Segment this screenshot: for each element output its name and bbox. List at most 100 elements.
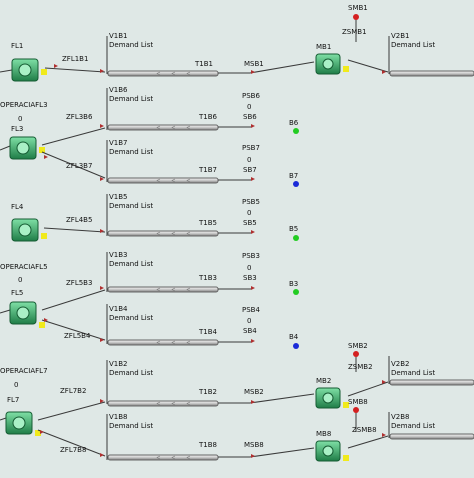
route-label-zsmb8: ZSMB8: [352, 426, 377, 434]
row-2-3: OPERACIAFL3 0 FL3 ZFL3B6 V1B6 Demand Lis…: [0, 86, 299, 187]
machine-label-mb2: MB2: [316, 377, 331, 385]
source-machine-fl1[interactable]: [11, 58, 47, 82]
source-machine-fl3[interactable]: [9, 136, 45, 160]
signal-red-smb1: [353, 14, 359, 20]
connector-line: [347, 381, 389, 397]
conveyor-out-3[interactable]: [389, 433, 474, 440]
demand-list-label: Demand List: [391, 369, 435, 377]
operation-value-1: 0: [18, 115, 22, 123]
queue-label-v1b2: V1B2: [109, 360, 128, 368]
route-label-zfl7b2: ZFL7B2: [60, 387, 86, 395]
source-machine-fl7[interactable]: [5, 411, 41, 436]
station-value-psb6: 0: [247, 103, 251, 111]
route-label-zfl5b3: ZFL5B3: [66, 279, 92, 287]
station-value-psb4: 0: [247, 317, 251, 325]
station-label-msb8: MSB8: [244, 441, 264, 449]
demand-list-label: Demand List: [109, 41, 153, 49]
machine-label-fl1: FL1: [11, 42, 23, 50]
station-label-psb7: PSB7: [242, 144, 260, 152]
conveyor-t1b8[interactable]: [107, 454, 219, 461]
signal-red-smb8: [353, 407, 359, 413]
station-label-sb5: SB5: [243, 219, 257, 227]
connector-line: [41, 151, 106, 179]
connector-line: [218, 393, 315, 404]
queue-label-v1b3: V1B3: [109, 251, 128, 259]
route-label-zfl3b6: ZFL3B6: [66, 113, 93, 121]
connector-line: [347, 59, 389, 73]
station-label-sb3: SB3: [243, 274, 257, 282]
machine-mb8[interactable]: [315, 440, 349, 462]
queue-label-v1b7: V1B7: [109, 139, 128, 147]
route-label-zsmb2: ZSMB2: [348, 363, 373, 371]
connector-line: [41, 319, 106, 341]
station-label-psb5: PSB5: [242, 198, 260, 206]
station-label-sb7: SB7: [243, 166, 257, 174]
signal-green-b5: [293, 235, 299, 241]
connector-line: [218, 61, 315, 74]
queue-label-v2b8: V2B8: [391, 413, 410, 421]
conveyor-out-1[interactable]: [389, 70, 474, 77]
demand-list-label: Demand List: [109, 148, 153, 156]
buffer-label-b5: B5: [289, 225, 298, 233]
machine-label-mb1: MB1: [316, 43, 331, 51]
conveyor-label-t1b7: T1B7: [198, 166, 217, 174]
connector-line: [44, 67, 106, 73]
queue-label-smb2: SMB2: [348, 342, 368, 350]
route-label-zfl4b5: ZFL4B5: [66, 216, 92, 224]
connector-line: [37, 401, 106, 421]
queue-label-v2b1: V2B1: [391, 32, 410, 40]
demand-list-label: Demand List: [391, 41, 435, 49]
demand-list-label: Demand List: [109, 422, 153, 430]
conveyor-t1b4[interactable]: [107, 339, 219, 346]
buffer-label-b6: B6: [289, 119, 299, 127]
route-label-zfl3b7: ZFL3B7: [66, 162, 92, 170]
conveyor-t1b7[interactable]: [107, 177, 219, 184]
conveyor-label-t1b4: T1B4: [198, 328, 218, 336]
connector-line: [0, 145, 11, 151]
conveyor-label-t1b8: T1B8: [198, 441, 217, 449]
station-label-psb6: PSB6: [242, 92, 260, 100]
station-label-sb6: SB6: [243, 113, 257, 121]
station-value-psb3: 0: [247, 264, 251, 272]
buffer-label-b4: B4: [289, 333, 299, 341]
signal-red-smb2: [353, 351, 359, 357]
operation-label-1: OPERACIAFL3: [0, 101, 48, 109]
route-label-zfl1b1: ZFL1B1: [62, 55, 88, 63]
buffer-label-b7: B7: [289, 172, 298, 180]
machine-label-fl4: FL4: [11, 203, 24, 211]
conveyor-t1b2[interactable]: [107, 400, 219, 407]
queue-label-v1b1: V1B1: [109, 32, 128, 40]
source-machine-fl5[interactable]: [9, 301, 45, 328]
buffer-label-b3: B3: [289, 280, 298, 288]
station-label-psb3: PSB3: [242, 252, 260, 260]
connector-line: [0, 417, 7, 421]
queue-label-v1b6: V1B6: [109, 86, 128, 94]
conveyor-label-t1b6: T1B6: [198, 113, 218, 121]
demand-list-label: Demand List: [391, 422, 435, 430]
machine-label-mb8: MB8: [316, 430, 331, 438]
connector-line: [41, 127, 106, 146]
source-machine-fl4[interactable]: [11, 218, 47, 242]
station-label-sb4: SB4: [243, 327, 257, 335]
operation-label-3: OPERACIAFL7: [0, 367, 48, 375]
machine-mb1[interactable]: [315, 53, 349, 75]
conveyor-label-t1b5: T1B5: [198, 219, 217, 227]
conveyor-t1b1[interactable]: [107, 70, 219, 77]
demand-list-label: Demand List: [109, 314, 153, 322]
signal-green-b3: [293, 289, 299, 295]
station-label-msb1: MSB1: [244, 60, 264, 68]
operation-value-2: 0: [18, 276, 22, 284]
operation-label-2: OPERACIAFL5: [0, 263, 48, 271]
machine-label-fl5: FL5: [11, 289, 23, 297]
connector-line: [41, 289, 106, 311]
connector-line: [43, 227, 106, 233]
conveyor-t1b5[interactable]: [107, 230, 219, 237]
conveyor-chevrons: [156, 71, 191, 460]
conveyor-t1b6[interactable]: [107, 124, 219, 131]
machine-mb2[interactable]: [315, 387, 349, 409]
conveyor-t1b3[interactable]: [107, 286, 219, 293]
conveyor-out-2[interactable]: [389, 379, 474, 386]
station-value-psb5: 0: [247, 209, 251, 217]
operation-value-3: 0: [14, 381, 18, 389]
